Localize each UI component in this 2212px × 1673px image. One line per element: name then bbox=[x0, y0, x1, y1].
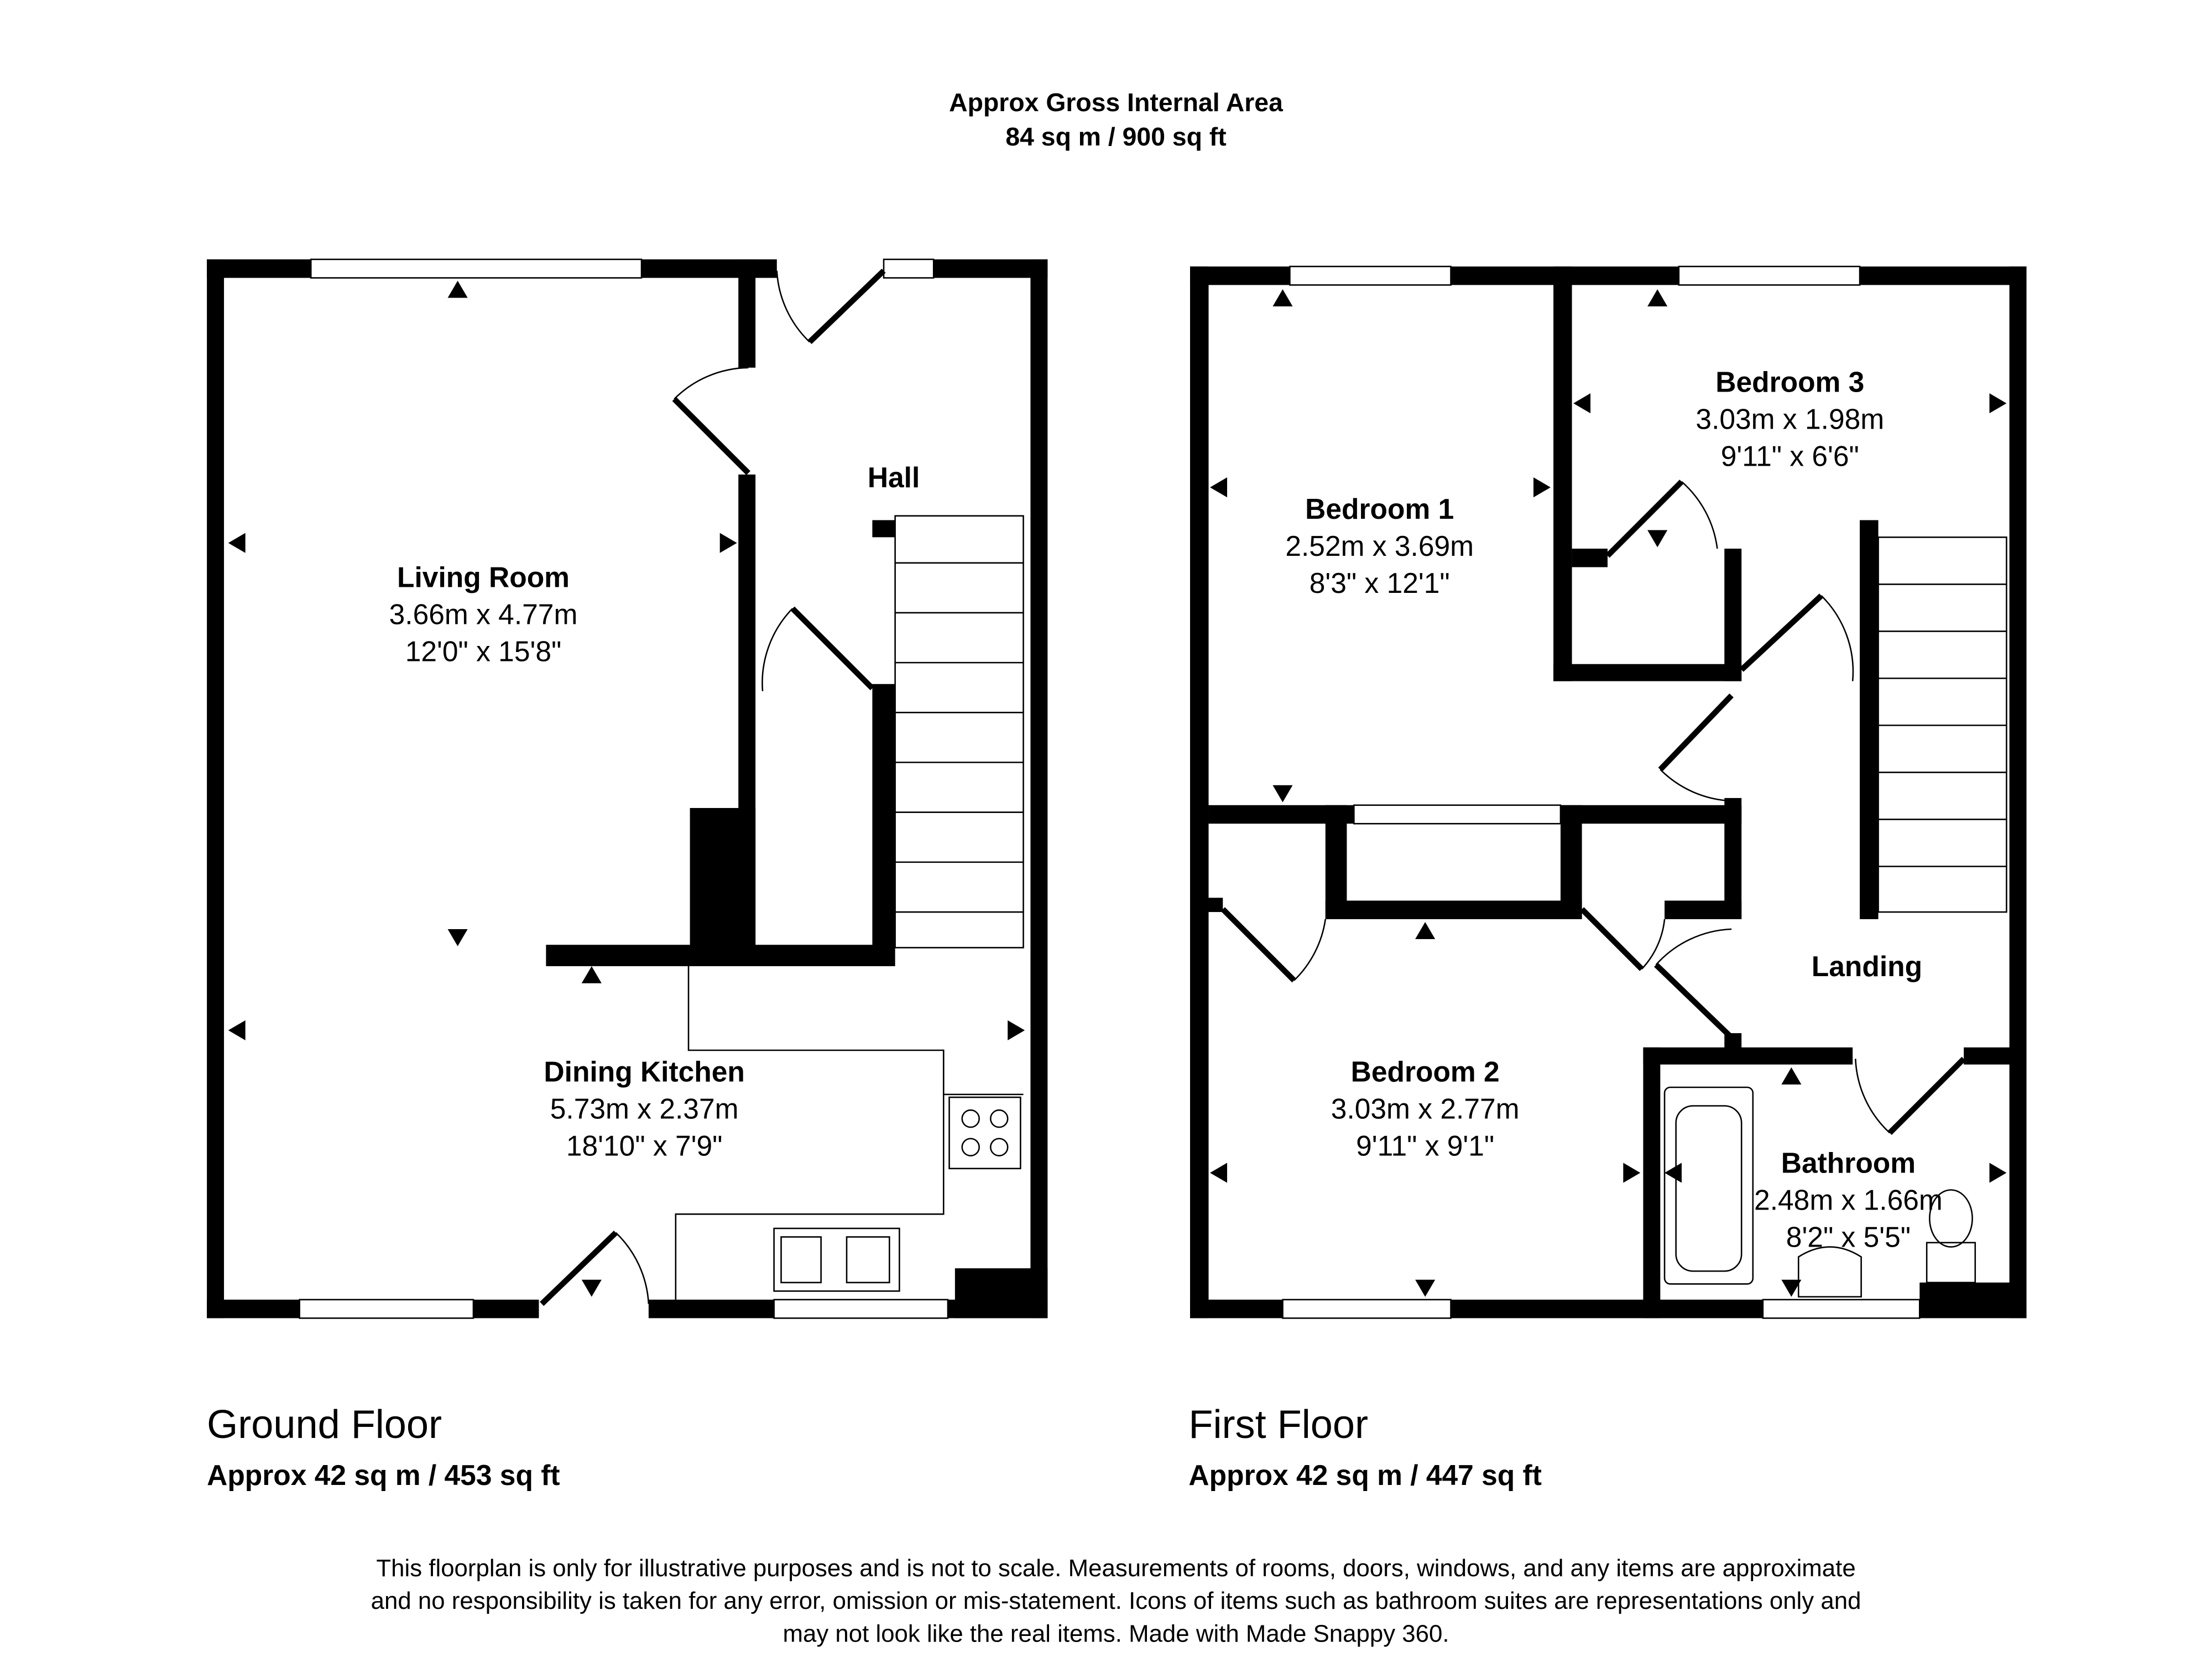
room-dims-metric: 2.48m x 1.66m bbox=[1754, 1184, 1943, 1216]
room-dims-metric: 3.66m x 4.77m bbox=[389, 598, 578, 630]
room-dims-metric: 5.73m x 2.37m bbox=[550, 1093, 739, 1125]
dimension-arrows bbox=[1210, 289, 2007, 1297]
header-area: 84 sq m / 900 sq ft bbox=[1005, 122, 1226, 151]
floor-area-ground: Approx 42 sq m / 453 sq ft bbox=[207, 1459, 560, 1491]
bath-icon bbox=[1663, 1086, 1754, 1285]
room-label-hall: Hall bbox=[868, 461, 920, 493]
disclaimer-line: This floorplan is only for illustrative … bbox=[376, 1555, 1855, 1582]
disclaimer-line: may not look like the real items. Made w… bbox=[783, 1620, 1449, 1647]
hob-icon bbox=[948, 1096, 1021, 1170]
room-dims-metric: 2.52m x 3.69m bbox=[1285, 530, 1474, 562]
room-dims-imperial: 9'11" x 9'1" bbox=[1356, 1130, 1494, 1162]
room-label-living-room: Living Room bbox=[397, 561, 570, 593]
room-dims-metric: 3.03m x 2.77m bbox=[1331, 1093, 1520, 1125]
basin-icon bbox=[1797, 1246, 1862, 1298]
header-title: Approx Gross Internal Area bbox=[949, 88, 1284, 117]
room-dims-metric: 3.03m x 1.98m bbox=[1695, 403, 1884, 435]
room-label-bedroom-3: Bedroom 3 bbox=[1715, 366, 1864, 398]
toilet-icon bbox=[1926, 1242, 1976, 1284]
room-label-bathroom: Bathroom bbox=[1781, 1147, 1916, 1179]
room-dims-imperial: 8'2" x 5'5" bbox=[1786, 1221, 1911, 1253]
dimension-arrows bbox=[228, 280, 1025, 1297]
first-floor-plan: Bedroom 1 2.52m x 3.69m 8'3" x 12'1" Bed… bbox=[1190, 265, 2027, 1319]
room-dims-imperial: 8'3" x 12'1" bbox=[1310, 567, 1450, 599]
ground-floor-plan: Living Room 3.66m x 4.77m 12'0" x 15'8" … bbox=[207, 258, 1048, 1319]
room-dims-imperial: 18'10" x 7'9" bbox=[566, 1130, 723, 1162]
floor-name-first: First Floor bbox=[1188, 1403, 1368, 1447]
disclaimer-line: and no responsibility is taken for any e… bbox=[371, 1587, 1861, 1614]
room-label-landing: Landing bbox=[1812, 950, 1922, 982]
floor-area-first: Approx 42 sq m / 447 sq ft bbox=[1188, 1459, 1541, 1491]
room-dims-imperial: 9'11" x 6'6" bbox=[1721, 440, 1859, 472]
room-label-dining-kitchen: Dining Kitchen bbox=[544, 1056, 744, 1088]
sink-icon bbox=[773, 1227, 900, 1292]
floor-name-ground: Ground Floor bbox=[207, 1403, 442, 1447]
room-dims-imperial: 12'0" x 15'8" bbox=[405, 635, 562, 668]
room-label-bedroom-2: Bedroom 2 bbox=[1351, 1056, 1500, 1088]
room-label-bedroom-1: Bedroom 1 bbox=[1305, 493, 1454, 525]
